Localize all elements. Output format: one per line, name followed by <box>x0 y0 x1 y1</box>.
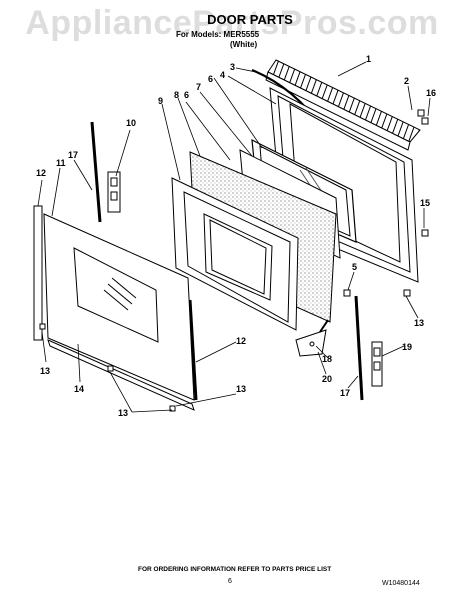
callout-20: 20 <box>322 374 332 384</box>
callout-4: 4 <box>220 70 225 80</box>
part-hinge-right <box>354 295 364 401</box>
models-subtitle: For Models: MER5555 <box>176 30 260 39</box>
page-title: DOOR PARTS <box>207 12 293 27</box>
callout-8: 8 <box>174 90 179 100</box>
part-bottom-trim <box>47 339 195 411</box>
callout-1: 1 <box>366 54 371 64</box>
callout-7: 7 <box>196 82 201 92</box>
callout-17b: 17 <box>340 388 350 398</box>
part-side-trim-right <box>188 299 198 401</box>
part-vent-trim <box>265 59 421 151</box>
callout-13c: 13 <box>118 408 128 418</box>
screw-group <box>39 109 429 412</box>
part-hinge-bracket <box>295 319 329 357</box>
callout-3: 3 <box>230 62 235 72</box>
callout-13b: 13 <box>40 366 50 376</box>
part-outer-glass-panel <box>43 213 195 401</box>
callout-19: 19 <box>402 342 412 352</box>
callout-10: 10 <box>126 118 136 128</box>
part-side-trim-left <box>33 205 43 341</box>
callout-14: 14 <box>74 384 84 394</box>
part-hinge-right-receiver <box>371 341 383 387</box>
callout-17: 17 <box>68 150 78 160</box>
callout-13: 13 <box>414 318 424 328</box>
part-inner-liner <box>171 177 299 331</box>
color-variant: (White) <box>230 40 258 49</box>
callout-6: 6 <box>208 74 213 84</box>
callout-9: 9 <box>158 96 163 106</box>
callout-5: 5 <box>352 262 357 272</box>
callout-15: 15 <box>420 198 430 208</box>
leader-lines <box>37 61 431 413</box>
callout-6b: 6 <box>184 90 189 100</box>
callout-12b: 12 <box>236 336 246 346</box>
callout-16: 16 <box>426 88 436 98</box>
page-number: 6 <box>228 578 232 585</box>
part-hinge-left <box>90 121 102 223</box>
callout-11: 11 <box>56 158 66 168</box>
document-id: W10480144 <box>382 580 420 587</box>
callout-18: 18 <box>322 354 332 364</box>
callout-12: 12 <box>36 168 46 178</box>
callout-13d: 13 <box>236 384 246 394</box>
ordering-note: FOR ORDERING INFORMATION REFER TO PARTS … <box>138 566 332 573</box>
callout-2: 2 <box>404 76 409 86</box>
part-hinge-receiver <box>107 171 121 213</box>
callout-labels: 1 2 16 3 4 6 7 8 9 6 10 17 12 11 15 5 13… <box>36 54 436 418</box>
